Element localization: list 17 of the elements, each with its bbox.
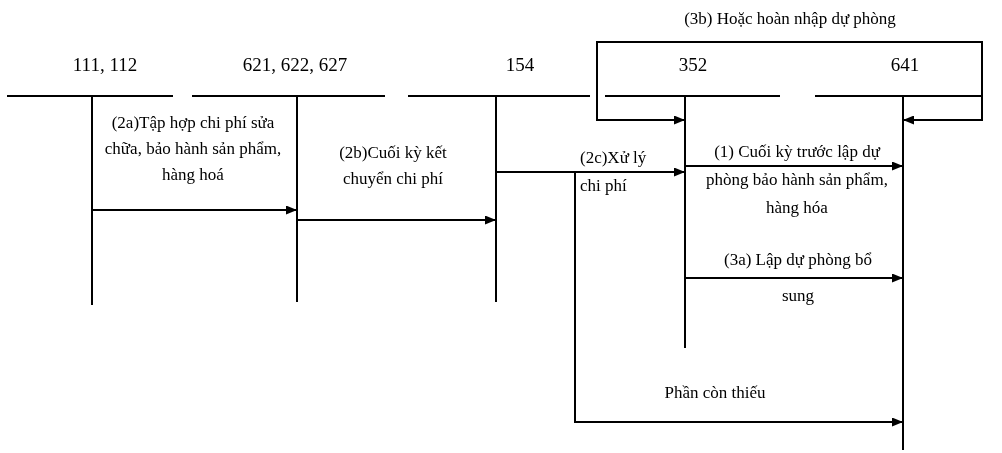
edge-label: (2a)Tập hợp chi phí sửa chữa, bảo hành sản phẩm, hàng hoá (103, 112, 283, 186)
account-number: 641 (890, 54, 920, 76)
arrow (296, 215, 497, 225)
account-number: 111, 112 (72, 54, 138, 76)
account-number: 154 (505, 54, 535, 76)
arrow (684, 273, 904, 283)
arrow (596, 41, 983, 125)
edge-label: (2c)Xử lý chi phí (580, 147, 648, 197)
edge-label: (3b) Hoặc hoàn nhập dự phòng (683, 8, 897, 30)
arrow (684, 161, 904, 171)
account-number: 621, 622, 627 (242, 54, 348, 76)
edge-label: Phần còn thiếu (663, 382, 767, 404)
edge-label: (1) Cuối kỳ trước lập dự phòng bảo hành sản phẩm, hàng hóa (705, 141, 889, 219)
edge-label: (3a) Lập dự phòng bổ sung (723, 249, 873, 307)
account-number: 352 (678, 54, 708, 76)
arrow (91, 205, 298, 215)
edge-label: (2b)Cuối kỳ kết chuyển chi phí (338, 142, 448, 190)
